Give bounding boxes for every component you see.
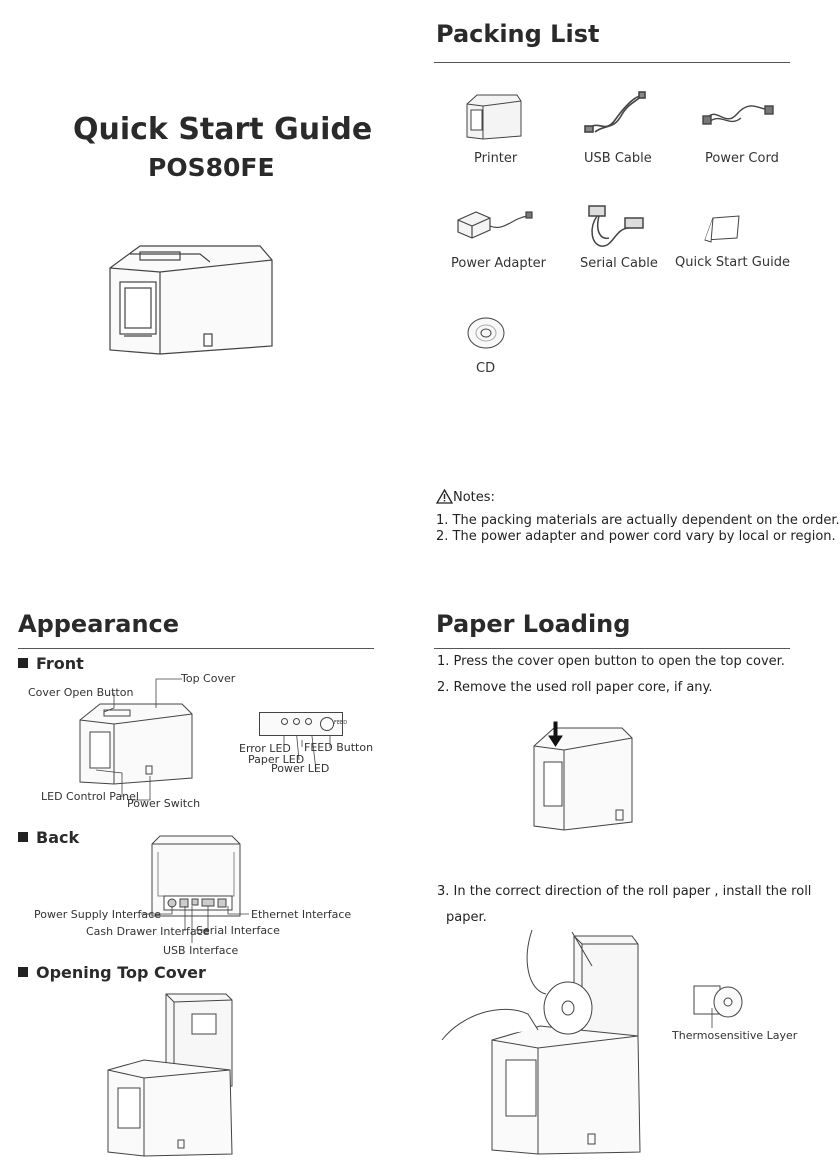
roll-paper-install-illustration: [441, 929, 641, 1155]
paper-loading-divider: [434, 648, 790, 649]
back-heading: Back: [18, 828, 79, 847]
opening-heading-text: Opening Top Cover: [36, 963, 206, 982]
serial-cable-icon: [588, 205, 644, 247]
power-cord-icon: [702, 105, 774, 125]
paper-step-2: 2. Remove the used roll paper core, if a…: [437, 680, 713, 695]
paper-led-icon: [293, 718, 300, 725]
label-ethernet-interface: Ethernet Interface: [251, 908, 352, 921]
packing-item-power-adapter: Power Adapter: [451, 256, 547, 271]
packing-item-cd: CD: [476, 361, 496, 376]
opening-heading: Opening Top Cover: [18, 963, 206, 982]
paper-step-3-cont: paper.: [446, 910, 487, 925]
cd-icon: [467, 317, 505, 349]
power-adapter-icon: [457, 211, 533, 239]
label-power-switch: Power Switch: [127, 797, 201, 810]
paper-step-1: 1. Press the cover open button to open t…: [437, 654, 785, 669]
guide-title: Quick Start Guide: [73, 112, 373, 147]
model-name: POS80FE: [148, 153, 275, 182]
quick-guide-icon: [704, 215, 740, 243]
led-panel: FEED: [259, 712, 347, 736]
label-feed-button: FEED Button: [304, 741, 374, 754]
paper-roll-icon: [693, 985, 743, 1018]
notes-title: Notes:: [453, 490, 495, 505]
packing-item-quick-start-guide: Quick Start Guide: [675, 255, 790, 270]
note-2: 2. The power adapter and power cord vary…: [436, 529, 836, 544]
bullet-square: [18, 832, 28, 842]
feed-button-icon: [320, 717, 334, 731]
packing-item-power-cord: Power Cord: [705, 151, 779, 166]
packing-item-printer: Printer: [474, 151, 518, 166]
back-callout-lines: [141, 906, 249, 943]
front-heading-text: Front: [36, 654, 84, 673]
printer-open-cover-illustration: [107, 993, 233, 1157]
packing-item-usb-cable: USB Cable: [584, 151, 652, 166]
paper-loading-title: Paper Loading: [436, 610, 631, 638]
label-top-cover: Top Cover: [181, 672, 236, 685]
front-heading: Front: [18, 654, 84, 673]
thermo-callout-line: [711, 1008, 713, 1028]
label-thermosensitive-layer: Thermosensitive Layer: [672, 1029, 798, 1042]
packing-item-serial-cable: Serial Cable: [580, 256, 658, 271]
label-paper-led: Paper LED: [248, 753, 305, 766]
packing-divider: [434, 62, 790, 63]
paper-step-3: 3. In the correct direction of the roll …: [437, 884, 812, 899]
printer-back-illustration: [151, 835, 241, 917]
printer-icon: [466, 94, 522, 140]
label-power-led: Power LED: [271, 762, 330, 775]
feed-text: FEED: [334, 720, 348, 726]
bullet-square: [18, 967, 28, 977]
back-heading-text: Back: [36, 828, 80, 847]
label-cover-open-button: Cover Open Button: [28, 686, 134, 699]
appearance-divider: [18, 648, 374, 649]
warning-icon: [435, 488, 454, 504]
front-callout-lines: [95, 678, 331, 801]
bullet-square: [18, 658, 28, 668]
error-led-icon: [281, 718, 288, 725]
power-led-icon: [305, 718, 312, 725]
printer-front-illustration: [79, 703, 193, 785]
appearance-title: Appearance: [18, 610, 180, 638]
printer-press-button-illustration: [533, 721, 633, 831]
label-usb-interface: USB Interface: [163, 944, 239, 957]
usb-cable-icon: [584, 91, 646, 133]
label-error-led: Error LED: [239, 742, 291, 755]
packing-list-title: Packing List: [436, 20, 600, 48]
note-1: 1. The packing materials are actually de…: [436, 513, 840, 528]
label-power-supply-interface: Power Supply Interface: [34, 908, 161, 921]
label-serial-interface: Serial Interface: [196, 924, 280, 937]
label-led-control-panel: LED Control Panel: [41, 790, 139, 803]
label-cash-drawer-interface: Cash Drawer Interface: [86, 925, 210, 938]
printer-illustration-large: [109, 245, 273, 355]
